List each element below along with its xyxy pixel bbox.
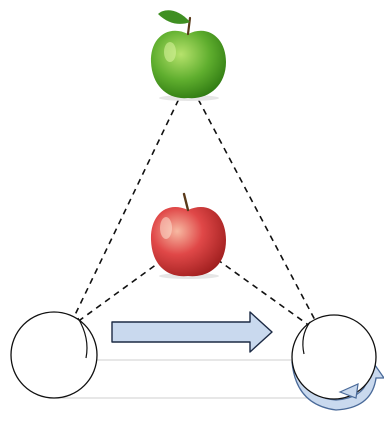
right-eye	[291, 314, 384, 411]
motion-arrow-icon	[111, 311, 273, 353]
sight-line-right-far	[187, 79, 353, 391]
right-eye-ball	[291, 314, 377, 400]
left-eye-ball	[10, 311, 98, 399]
rotation-arrow-head-icon	[338, 383, 359, 399]
right-eye-lens	[302, 321, 311, 355]
left-eye	[10, 311, 98, 399]
sight-line-left-far	[35, 79, 189, 397]
red-apple-icon	[150, 192, 226, 279]
green-apple-icon	[150, 10, 226, 101]
left-eye-lens	[77, 317, 88, 359]
